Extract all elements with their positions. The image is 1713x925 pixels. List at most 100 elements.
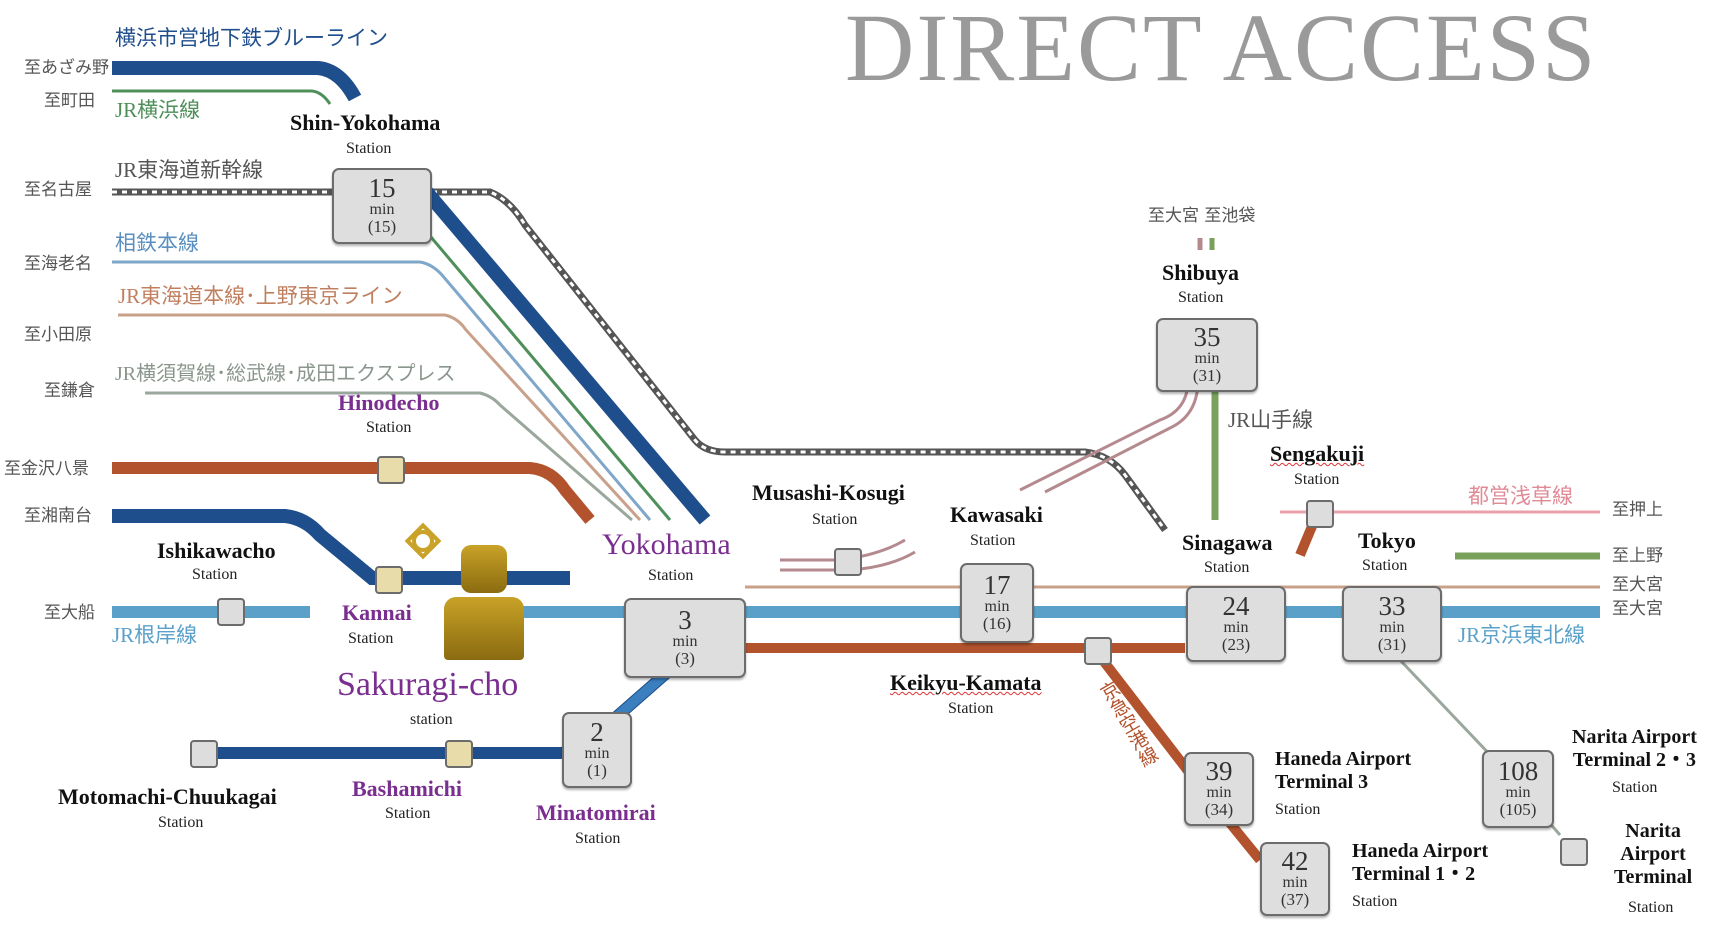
sotetsu-line [112,260,652,521]
tokyu-line-1 [1019,379,1190,492]
tokaido-line [118,313,642,522]
station-suffix: Station [346,140,392,157]
time-box-shin-yokohama: 15 min (15) [332,168,432,244]
dest-ebina: 至海老名 [24,254,92,274]
station-haneda-12: Haneda Airport Terminal 1・2 [1352,840,1489,885]
station-kawasaki: Kawasaki [950,502,1043,527]
time-unit: min [672,633,698,651]
station-marker-narita-1 [1560,838,1588,866]
station-sinagawa: Sinagawa [1182,530,1273,555]
station-suffix: station [410,711,453,728]
time-min: 108 [1497,756,1539,787]
station-suffix: Station [1628,899,1674,916]
time-min: 2 [590,717,604,748]
time-box-haneda-3: 39 min (34) [1184,752,1254,826]
time-unit: min [1223,619,1249,637]
station-marker-musashi-kosugi [834,548,862,576]
dest-odawara: 至小田原 [24,325,92,345]
station-tokyo: Tokyo [1358,528,1416,553]
time-min: 39 [1205,756,1233,787]
station-marker-hinodecho [377,456,405,484]
time-min: 33 [1378,591,1406,622]
station-motomachi: Motomachi-Chuukagai [58,784,277,809]
time-unit: min [984,598,1010,616]
time-paren: (15) [367,217,397,237]
station-suffix: Station [192,566,238,583]
station-marker-motomachi [190,740,218,768]
yokosuka-line [145,391,633,522]
shinkansen-label: JR東海道新幹線 [115,158,264,182]
station-bashamichi: Bashamichi [352,776,463,801]
station-suffix: Station [348,630,394,647]
station-musashi-kosugi: Musashi-Kosugi [752,480,905,505]
station-sakuragicho: Sakuragi-cho [337,666,519,703]
station-suffix: Station [648,567,694,584]
station-suffix: Station [1362,557,1408,574]
station-kannai: Kannai [342,600,412,625]
station-shibuya: Shibuya [1162,260,1240,285]
station-suffix: Station [1178,289,1224,306]
station-suffix: Station [1294,471,1340,488]
station-suffix: Station [575,830,621,847]
keihin-tohoku-label: JR京浜東北線 [1458,623,1586,647]
station-minatomirai: Minatomirai [536,800,656,825]
dest-ofuna: 至大船 [44,603,95,623]
dest-shonandai: 至湘南台 [24,506,92,526]
time-paren: (31) [1377,635,1407,655]
dest-machida: 至町田 [44,91,95,111]
station-haneda-3: Haneda Airport Terminal 3 [1275,748,1412,793]
blue-line-label: 横浜市営地下鉄ブルーライン [115,26,388,50]
station-marker-bashamichi [445,740,473,768]
station-keikyu-kamata: Keikyu-Kamata [890,670,1042,695]
station-suffix: Station [366,419,412,436]
station-shin-yokohama: Shin-Yokohama [290,110,441,135]
time-box-minatomirai: 2 min (1) [562,712,632,788]
time-paren: (37) [1280,890,1310,910]
asakusa-label: 都営浅草線 [1468,484,1573,508]
station-suffix: Station [1612,779,1658,796]
station-marker-keikyu-kamata [1084,637,1112,665]
time-box-yokohama: 3 min (3) [624,598,746,678]
time-unit: min [1379,619,1405,637]
time-box-kawasaki: 17 min (16) [960,563,1034,643]
time-paren: (16) [982,614,1012,634]
sakuragicho-pin-icon [444,545,524,660]
keikyu-line-west [112,462,595,524]
jr-yokohama-label: JR横浜線 [115,98,201,122]
time-paren: (3) [675,649,695,669]
station-marker-sengakuji [1306,500,1334,528]
time-paren: (105) [1499,800,1537,820]
dest-kamakura: 至鎌倉 [44,381,95,401]
time-min: 35 [1193,322,1221,353]
time-min: 42 [1281,846,1309,877]
time-box-narita: 108 min (105) [1482,750,1554,828]
time-box-haneda-12: 42 min (37) [1260,842,1330,916]
time-box-tokyo: 33 min (31) [1342,586,1442,662]
dest-azamino: 至あざみ野 [24,58,109,78]
time-paren: (34) [1204,800,1234,820]
page-title: DIRECT ACCESS [845,0,1598,101]
station-narita-23: Narita Airport Terminal 2・3 [1572,726,1697,771]
station-suffix: Station [158,814,204,831]
dest-oshiage: 至押上 [1612,500,1663,520]
blue-line-top [112,61,362,102]
station-suffix: Station [1204,559,1250,576]
dest-omiya-ikebukuro: 至大宮 至池袋 [1148,206,1256,226]
station-narita-1: Narita Airport Terminal [1614,820,1693,888]
logo-icon [404,522,442,560]
station-marker-kannai [375,566,403,594]
station-marker-ishikawacho [217,598,245,626]
dest-nagoya: 至名古屋 [24,180,92,200]
time-paren: (31) [1192,366,1222,386]
station-suffix: Station [1275,801,1321,818]
time-unit: min [584,745,610,763]
station-suffix: Station [970,532,1016,549]
blue-line-yokohama [419,185,711,525]
station-sengakuji: Sengakuji [1270,441,1365,466]
time-min: 24 [1222,591,1250,622]
time-min: 15 [368,173,396,204]
sotetsu-label: 相鉄本線 [115,231,199,255]
dest-omiya-1: 至大宮 [1612,575,1663,595]
blue-line-south [112,509,570,585]
station-suffix: Station [1352,893,1398,910]
